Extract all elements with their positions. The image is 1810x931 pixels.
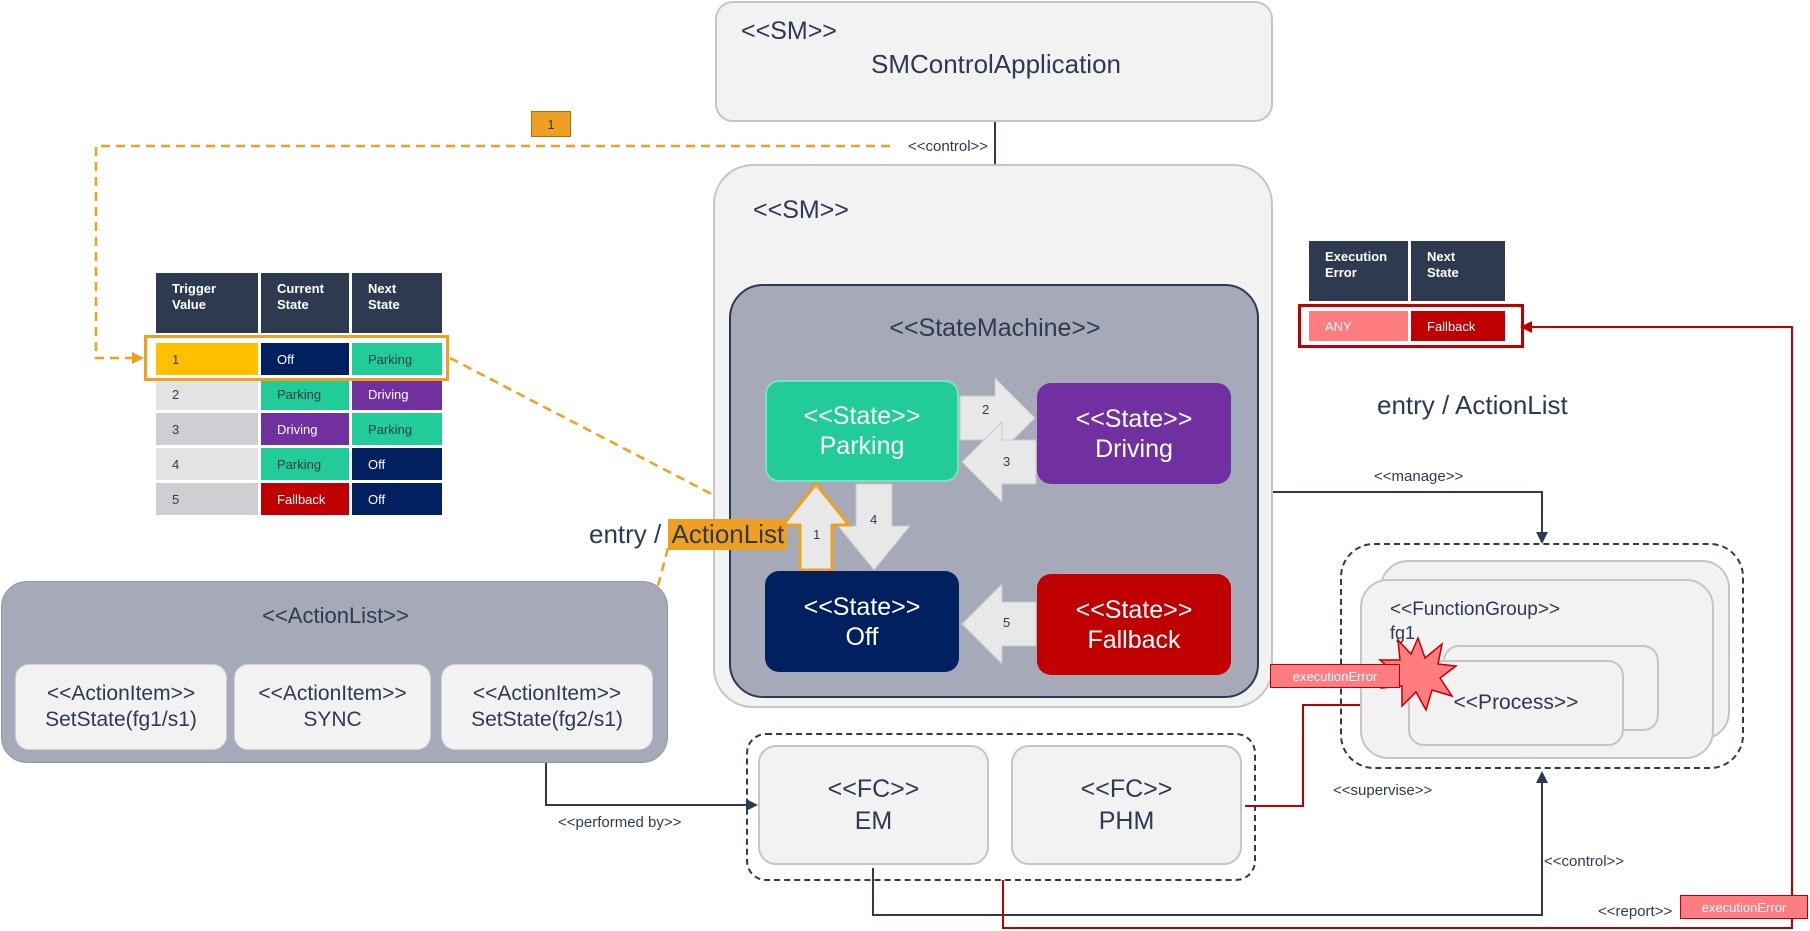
fc-em-name: EM: [854, 807, 893, 835]
action-item-2-name: SYNC: [303, 708, 362, 731]
error-row-highlight: [1298, 304, 1524, 348]
trigger-row-2-current: Parking: [261, 378, 349, 410]
control-label-bottom: <<control>>: [1544, 853, 1625, 870]
transition-2-arrow: [959, 376, 1036, 460]
error-table: Execution Error Next State ANY Fallback: [1309, 241, 1505, 341]
report-label: <<report>>: [1598, 903, 1673, 920]
state-parking[interactable]: <<State>> Parking: [765, 380, 959, 482]
sm-control-application[interactable]: <<SM>> SMControlApplication: [715, 1, 1273, 122]
state-driving[interactable]: <<State>> Driving: [1037, 383, 1231, 484]
state-fallback-stereotype: <<State>>: [1075, 595, 1193, 624]
fc-phm[interactable]: <<FC>> PHM: [1011, 745, 1242, 865]
action-item-1[interactable]: <<ActionItem>> SetState(fg1/s1): [15, 664, 227, 750]
state-parking-name: Parking: [819, 432, 905, 460]
trigger-table-header-current: Current State: [261, 273, 349, 333]
function-group-name: fg1: [1390, 623, 1416, 643]
trigger-row-3-next: Parking: [352, 413, 442, 445]
execution-error-badge-right: executionError: [1680, 895, 1808, 919]
action-item-2-stereotype: <<ActionItem>>: [258, 682, 407, 705]
transition-4-arrow: [836, 483, 912, 571]
entry-action-left: entry / ActionList: [589, 519, 788, 550]
state-machine-stereotype: <<StateMachine>>: [889, 314, 1101, 342]
fc-em-stereotype: <<FC>>: [827, 775, 920, 803]
function-group-stereotype: <<FunctionGroup>>: [1390, 599, 1561, 620]
performed-by-arrow: [545, 750, 758, 811]
fc-phm-name: PHM: [1098, 807, 1155, 835]
transition-1-label: 1: [813, 527, 821, 542]
action-item-2[interactable]: <<ActionItem>> SYNC: [234, 664, 431, 750]
execution-error-badge-left: executionError: [1270, 664, 1400, 688]
state-parking-stereotype: <<State>>: [803, 402, 921, 430]
trigger-row-5-trigger: 5: [156, 483, 258, 515]
state-off-name: Off: [845, 622, 879, 651]
function-group-container: [1340, 543, 1744, 769]
trigger-row-1-next: Parking: [352, 343, 442, 375]
trigger-table: Trigger Value Current State Next State 1…: [156, 273, 443, 515]
transition-5-arrow: [961, 582, 1037, 666]
transition-5-label: 5: [1003, 615, 1011, 630]
trigger-link-line: [449, 356, 801, 542]
trigger-row-2-trigger: 2: [156, 378, 258, 410]
trigger-row-highlight: [144, 335, 449, 381]
trigger-row-2-next: Driving: [352, 378, 442, 410]
fc-phm-stereotype: <<FC>>: [1080, 775, 1173, 803]
action-item-1-name: SetState(fg1/s1): [45, 708, 197, 731]
sm-control-name: SMControlApplication: [870, 49, 1121, 79]
trigger-row-5-current: Fallback: [261, 483, 349, 515]
trigger-row-4-trigger: 4: [156, 448, 258, 480]
action-list[interactable]: <<ActionList>> <<ActionItem>> SetState(f…: [1, 581, 668, 763]
entry-action-right: entry / ActionList: [1377, 390, 1568, 420]
process-stereotype: <<Process>>: [1453, 691, 1579, 714]
error-row-fallback: Fallback: [1411, 311, 1505, 341]
fc-em[interactable]: <<FC>> EM: [758, 745, 989, 865]
state-off-stereotype: <<State>>: [803, 592, 921, 621]
manage-arrow: [1258, 491, 1548, 544]
state-fallback-name: Fallback: [1087, 625, 1181, 654]
state-driving-name: Driving: [1095, 434, 1173, 463]
report-arrow: [1002, 321, 1793, 929]
action-item-1-stereotype: <<ActionItem>>: [46, 682, 196, 705]
action-list-stereotype: <<ActionList>>: [262, 603, 409, 628]
trigger-row-1-trigger: 1: [156, 343, 258, 375]
transition-3-arrow: [961, 420, 1037, 504]
supervise-label: <<supervise>>: [1333, 782, 1433, 799]
entry-action-left-highlight: ActionList: [668, 519, 788, 550]
transition-3-label: 3: [1003, 454, 1011, 469]
fc-container: [746, 733, 1256, 881]
trigger-dashed-path: [94, 144, 890, 364]
performed-by-label: <<performed by>>: [558, 814, 682, 831]
trigger-row-4-next: Off: [352, 448, 442, 480]
sm-container-stereotype: <<SM>>: [753, 196, 849, 224]
entry-action-left-prefix: entry /: [589, 519, 669, 549]
sm-control-stereotype: <<SM>>: [741, 17, 837, 45]
trigger-table-header-trigger: Trigger Value: [156, 273, 258, 333]
supervise-arrow: [1245, 699, 1410, 807]
state-fallback[interactable]: <<State>> Fallback: [1037, 574, 1231, 675]
em-control-arrow: [872, 771, 1548, 916]
trigger-row-5-next: Off: [352, 483, 442, 515]
trigger-row-4-current: Parking: [261, 448, 349, 480]
transition-2-label: 2: [982, 402, 990, 417]
state-off[interactable]: <<State>> Off: [765, 571, 959, 672]
trigger-table-header-next: Next State: [352, 273, 442, 333]
error-table-header-error: Execution Error: [1309, 241, 1408, 301]
state-driving-stereotype: <<State>>: [1075, 404, 1193, 433]
action-item-3-stereotype: <<ActionItem>>: [472, 682, 622, 705]
actionlist-link-line: [653, 547, 670, 598]
trigger-row-3-trigger: 3: [156, 413, 258, 445]
error-burst-icon: [1378, 636, 1458, 712]
error-table-header-next: Next State: [1411, 241, 1505, 301]
trigger-row-3-current: Driving: [261, 413, 349, 445]
action-item-3-name: SetState(fg2/s1): [471, 708, 623, 731]
error-row-any: ANY: [1309, 311, 1408, 341]
control-label-top: <<control>>: [908, 138, 989, 155]
manage-label: <<manage>>: [1374, 468, 1464, 485]
transition-1-arrow: [779, 481, 853, 572]
transition-4-label: 4: [870, 512, 878, 527]
action-item-3[interactable]: <<ActionItem>> SetState(fg2/s1): [441, 664, 653, 750]
trigger-row-1-current: Off: [261, 343, 349, 375]
trigger-badge: 1: [531, 111, 571, 137]
